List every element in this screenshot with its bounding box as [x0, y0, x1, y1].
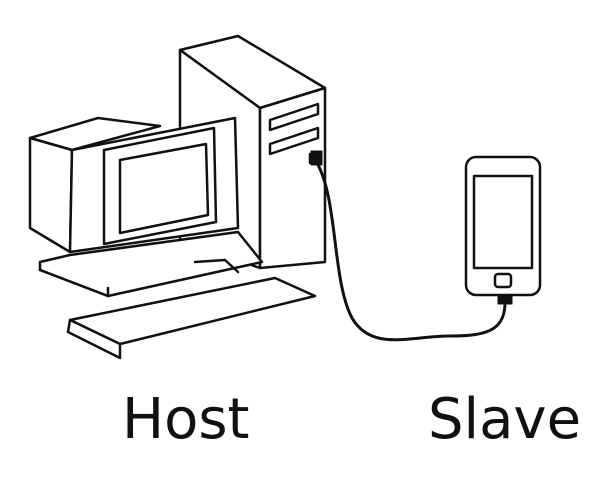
monitor-base [38, 230, 264, 298]
usb-cable-icon [315, 161, 507, 342]
smartphone-icon [464, 155, 542, 297]
keyboard [66, 276, 317, 360]
monitor-screen [118, 142, 210, 235]
phone-home-button [493, 272, 513, 289]
cable-plug-host [310, 150, 323, 166]
desktop-computer-icon [28, 34, 327, 360]
drive-bay-bottom [268, 126, 320, 156]
phone-screen [472, 174, 534, 270]
drive-bay-top [268, 102, 320, 132]
slave-label: Slave [428, 387, 582, 452]
host-label: Host [122, 387, 250, 452]
crt-monitor [28, 116, 240, 254]
